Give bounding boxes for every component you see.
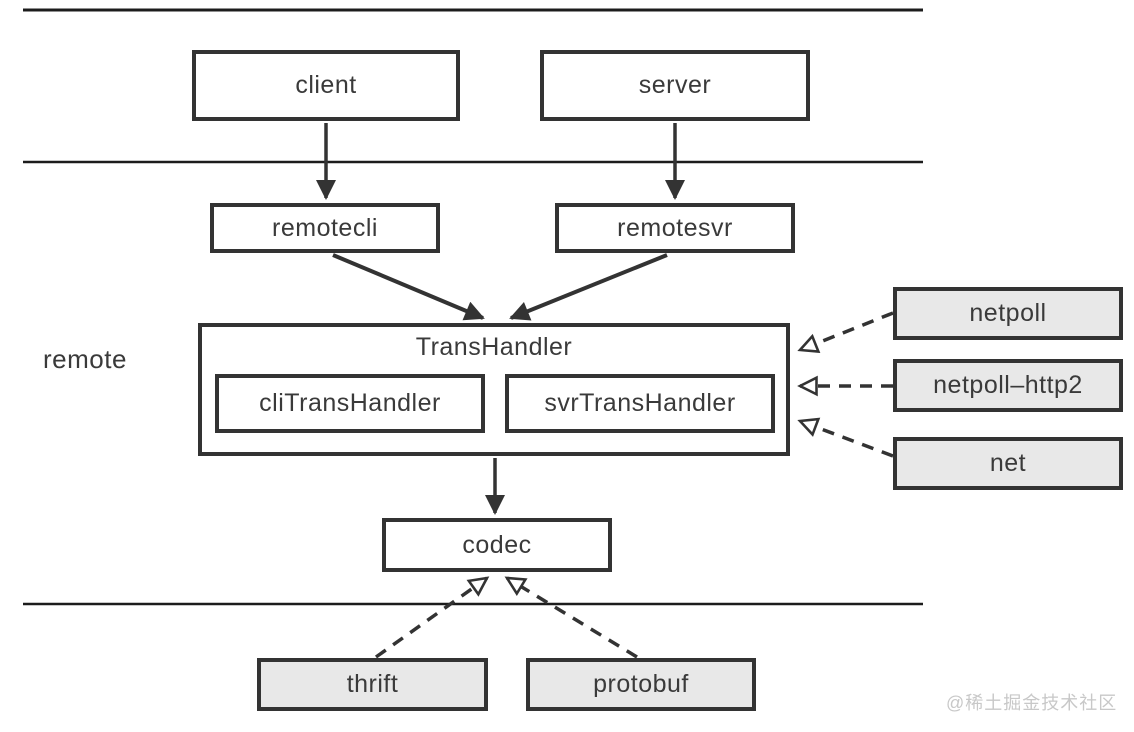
node-codec: codec — [382, 518, 612, 572]
node-transhandler-label: TransHandler — [415, 333, 573, 361]
arrow-net-to-transhandler — [797, 417, 894, 458]
node-server: server — [540, 50, 810, 121]
node-remotesvr: remotesvr — [555, 203, 795, 253]
arrow-protobuf-to-codec — [504, 576, 638, 659]
arrow-thrift-to-codec — [374, 576, 490, 659]
node-net: net — [893, 437, 1123, 490]
node-remotecli: remotecli — [210, 203, 440, 253]
arrow-remotesvr-to-transhandler — [509, 253, 668, 321]
node-thrift: thrift — [257, 658, 488, 711]
node-netpoll-http2: netpoll–http2 — [893, 359, 1123, 412]
arrow-netpoll-to-transhandler — [797, 311, 894, 354]
node-client: client — [192, 50, 460, 121]
node-protobuf: protobuf — [526, 658, 756, 711]
node-netpoll: netpoll — [893, 287, 1123, 340]
node-svr-transhandler: svrTransHandler — [505, 374, 775, 433]
node-cli-transhandler: cliTransHandler — [215, 374, 485, 433]
watermark-text: @稀土掘金技术社区 — [946, 693, 1118, 713]
section-label-remote: remote — [43, 344, 127, 374]
arrow-remotecli-to-transhandler — [332, 253, 485, 321]
